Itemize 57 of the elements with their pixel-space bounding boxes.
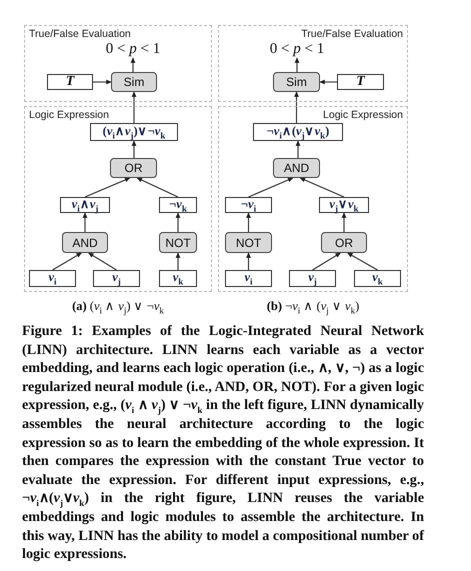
arrow bbox=[296, 140, 300, 158]
probability-label: 0 < p < 1 bbox=[264, 40, 330, 58]
arrow bbox=[52, 252, 82, 270]
expression-box: ¬v$_{k}$ bbox=[159, 197, 197, 213]
dashed-panel bbox=[24, 25, 212, 102]
arrow bbox=[294, 57, 300, 72]
expression-box: ¬v$_{i}$ bbox=[225, 197, 272, 213]
arrow bbox=[93, 80, 112, 84]
figure-caption: Figure 1: Examples of the Logic-Integrated Neural Network (LINN) architecture. LINN learns each variable as a vector embedding, and learns each logic operation (i.e., ∧, ∨, ¬) as a logic regularized neural module (i.e., AND, OR, NOT). For a given logic expression, e.g., (v$_{i}$ ∧ v$_{j}$) ∨ ¬v$_{k}$ in the left figure, LINN dynamically assembles the neural architecture according to the logic expression so as to learn the embedding of the whole expression. It then compares the expression with the constant True vector to evaluate the expression. For different input expressions, e.g., ¬v$_{i}$∧(v$_{j}$∨v$_{k}$) in the right figure, LINN reuses the variable embeddings and logic modules to assemble the architecture. In this way, LINN has the ability to model a compositional number of logic expressions. bbox=[22, 322, 424, 564]
arrow bbox=[132, 91, 136, 123]
dashed-panel bbox=[218, 25, 408, 102]
arrow bbox=[300, 178, 344, 198]
expression-box: v$_{k}$ bbox=[354, 270, 401, 287]
expression-box: v$_{j}$ bbox=[289, 270, 336, 287]
module-box: Sim bbox=[111, 72, 157, 92]
arrow bbox=[176, 212, 180, 232]
expression-box: v$_{i}$∧v$_{j}$ bbox=[60, 197, 110, 213]
arrow bbox=[342, 212, 346, 232]
panel-title: Logic Expression bbox=[29, 109, 109, 121]
dashed-panel bbox=[24, 106, 212, 292]
module-box: OR bbox=[321, 232, 367, 253]
expression-box: v$_{i}$ bbox=[29, 270, 76, 287]
module-box: NOT bbox=[159, 232, 197, 253]
arrow bbox=[176, 252, 180, 270]
subfigure-caption: (b) ¬v$_{i}$ ∧ (v$_{j}$ ∨ v$_{k}$) bbox=[266, 298, 360, 316]
constant-vector-box: T bbox=[47, 74, 93, 90]
module-box: Sim bbox=[273, 72, 320, 92]
arrow bbox=[246, 212, 251, 232]
arrow bbox=[246, 252, 251, 270]
expression-box: (v$_{i}$∧v$_{j}$)∨¬v$_{k}$ bbox=[90, 123, 178, 141]
arrow bbox=[347, 252, 378, 270]
expression-box: v$_{j}$ bbox=[93, 270, 140, 287]
expression-box: ¬v$_{i}$∧(v$_{j}$∨v$_{k}$) bbox=[253, 123, 343, 141]
expression-box: v$_{i}$ bbox=[225, 270, 272, 287]
probability-label: 0 < p < 1 bbox=[100, 40, 166, 58]
expression-box: v$_{k}$ bbox=[159, 270, 197, 287]
module-box: AND bbox=[62, 232, 108, 253]
arrow bbox=[88, 252, 117, 270]
panel-title: True/False Evaluation bbox=[301, 28, 403, 40]
arrow bbox=[82, 212, 88, 232]
subfigure-caption: (a) (v$_{i}$ ∧ v$_{j}$) ∨ ¬v$_{k}$ bbox=[71, 298, 165, 316]
constant-vector-box: T bbox=[337, 74, 384, 90]
expression-box: v$_{j}$∨v$_{k}$ bbox=[319, 197, 369, 213]
arrow bbox=[84, 178, 130, 198]
module-box: OR bbox=[110, 158, 157, 178]
panel-title: Logic Expression bbox=[323, 109, 403, 121]
arrow bbox=[248, 178, 294, 198]
module-box: NOT bbox=[225, 232, 272, 253]
arrow bbox=[312, 252, 341, 270]
arrow bbox=[136, 178, 178, 198]
module-box: AND bbox=[273, 158, 320, 178]
arrow bbox=[130, 57, 136, 72]
arrow bbox=[294, 91, 299, 123]
dashed-panel bbox=[218, 106, 408, 292]
panel-title: True/False Evaluation bbox=[29, 28, 131, 40]
arrow bbox=[319, 80, 337, 84]
arrow bbox=[132, 140, 136, 158]
